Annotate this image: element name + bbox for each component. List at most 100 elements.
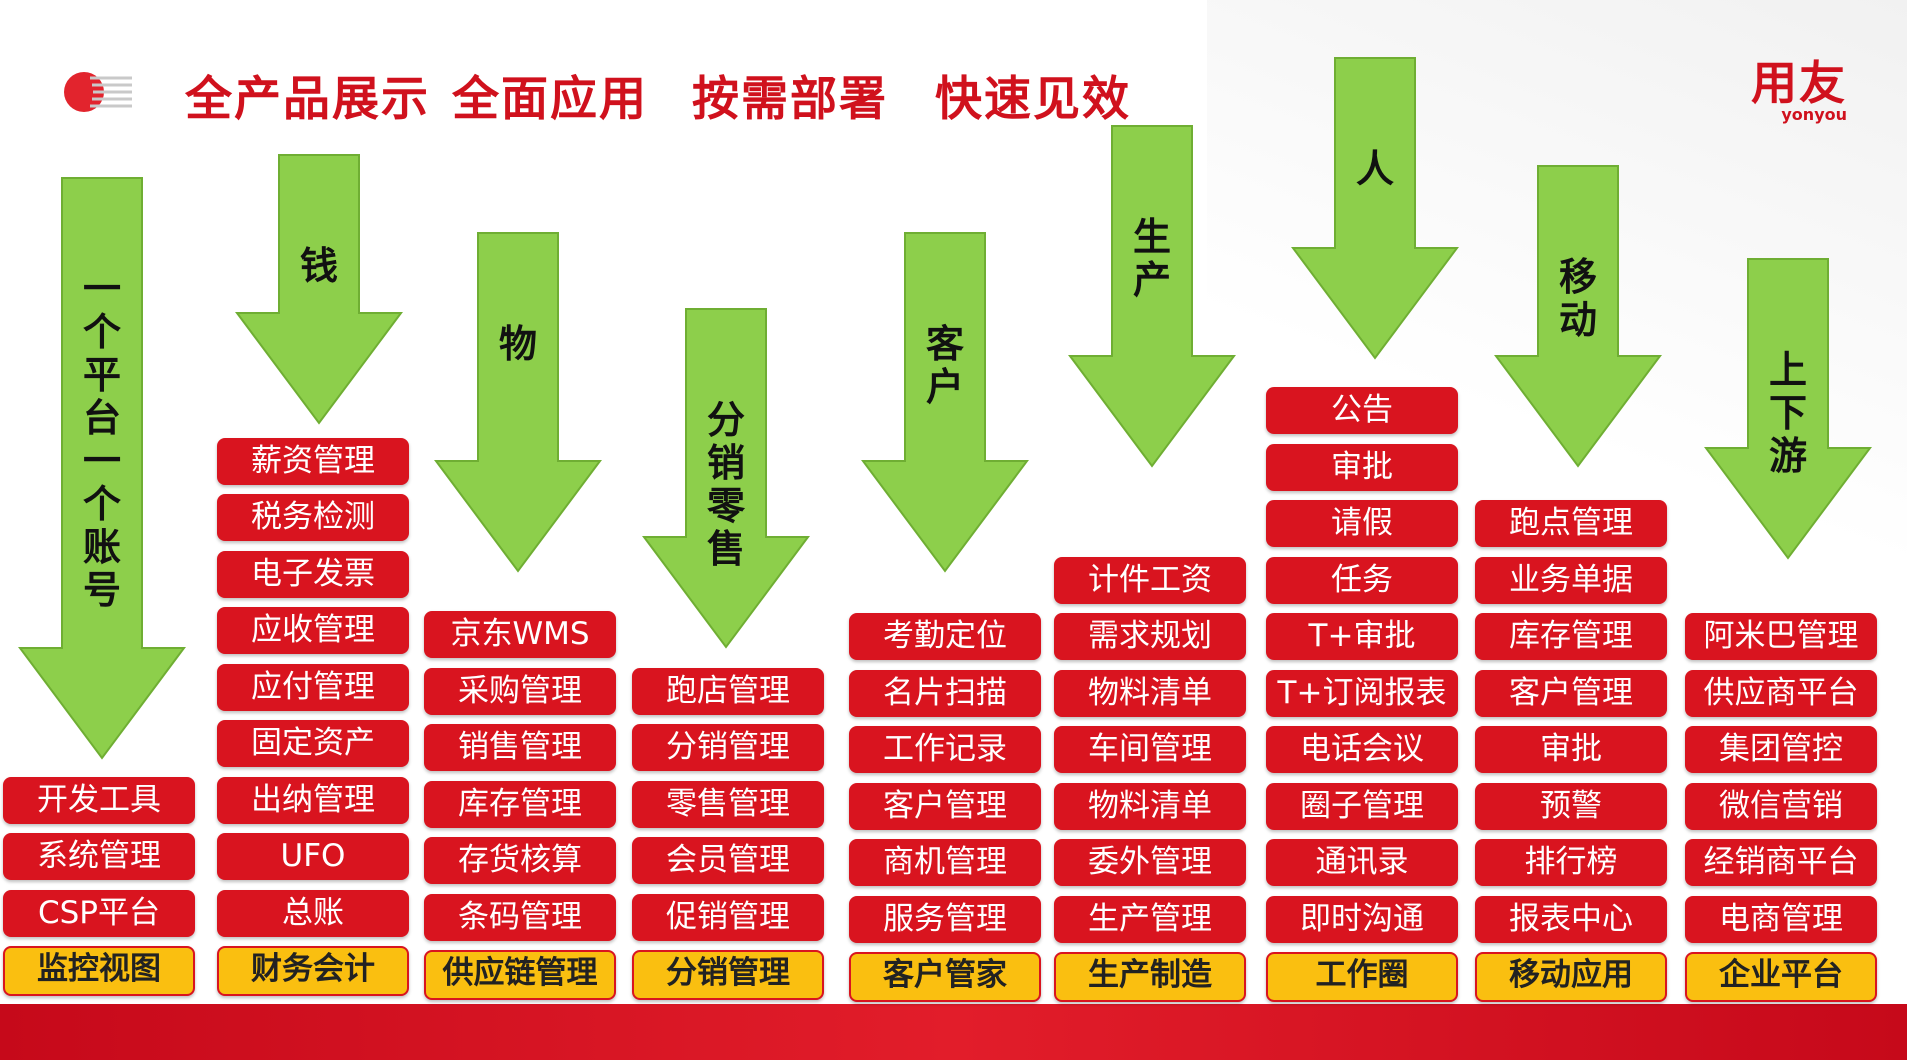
module-item[interactable]: 圈子管理 [1266,782,1458,830]
module-item[interactable]: 库存管理 [1475,613,1667,660]
module-item[interactable]: 工作记录 [849,726,1041,773]
module-item[interactable]: 集团管控 [1685,726,1877,773]
arrow-label-char: 物 [498,322,537,366]
module-item[interactable]: 计件工资 [1054,556,1246,604]
arrow-label-char: 动 [1558,298,1597,342]
module-item[interactable]: 应付管理 [217,663,409,711]
module-item[interactable]: 生产管理 [1054,895,1246,943]
module-item[interactable]: 开发工具 [3,776,195,824]
module-item[interactable]: 考勤定位 [849,613,1041,660]
module-item[interactable]: 零售管理 [632,780,824,828]
module-item[interactable]: 电子发票 [217,550,409,598]
module-item[interactable]: 审批 [1266,443,1458,491]
module-item[interactable]: 采购管理 [424,667,616,715]
module-item[interactable]: 服务管理 [849,895,1041,943]
module-item[interactable]: 客户管理 [1475,669,1667,717]
headline-part-1: 全产品展示 [185,72,430,127]
arrow-body-5 [861,232,1029,573]
module-item[interactable]: 分销管理 [632,724,824,771]
module-item[interactable]: 通讯录 [1266,839,1458,886]
arrow-body-3 [434,232,602,573]
module-item[interactable]: 供应商平台 [1685,669,1877,717]
arrow-body-2 [235,154,403,425]
module-item[interactable]: 销售管理 [424,724,616,771]
module-item[interactable]: 京东WMS [424,611,616,658]
module-item[interactable]: 固定资产 [217,720,409,767]
module-item[interactable]: 会员管理 [632,837,824,884]
module-item[interactable]: 薪资管理 [217,437,409,485]
arrow-label-char: 一 [82,267,121,311]
arrow-label-char: 销 [706,441,745,485]
arrow-label-char: 户 [925,365,964,409]
category-footer[interactable]: 分销管理 [632,950,824,1000]
module-item[interactable]: 条码管理 [424,893,616,941]
module-item[interactable]: 物料清单 [1054,782,1246,830]
module-item[interactable]: 跑点管理 [1475,500,1667,547]
module-item[interactable]: 审批 [1475,726,1667,773]
arrow-body-6 [1068,125,1236,468]
arrow-body-4 [642,308,810,649]
module-item[interactable]: 即时沟通 [1266,895,1458,943]
arrow-label-char: 售 [706,527,745,571]
module-item[interactable]: 物料清单 [1054,669,1246,717]
category-footer[interactable]: 工作圈 [1266,952,1458,1002]
module-item[interactable]: 总账 [217,889,409,937]
arrow-label-char: 台 [82,396,121,440]
arrow-label-char: 游 [1768,434,1807,478]
module-item[interactable]: 税务检测 [217,494,409,541]
headline-part-2: 全面应用 [452,72,648,127]
module-item[interactable]: 电话会议 [1266,726,1458,773]
arrow-label-char: 账 [82,525,121,569]
arrow-body-1 [18,177,186,760]
module-item[interactable]: 库存管理 [424,780,616,828]
module-item[interactable]: T+审批 [1266,613,1458,660]
arrow-label-char: 产 [1132,258,1171,302]
category-footer[interactable]: 生产制造 [1054,952,1246,1002]
module-item[interactable]: 应收管理 [217,607,409,654]
module-item[interactable]: CSP平台 [3,889,195,937]
module-item[interactable]: 业务单据 [1475,556,1667,604]
module-item[interactable]: 商机管理 [849,839,1041,886]
arrow-label-char: 个 [82,310,121,354]
module-item[interactable]: 跑店管理 [632,667,824,715]
brand-name: 用友 [1751,56,1847,110]
module-item[interactable]: 预警 [1475,782,1667,830]
module-item[interactable]: 公告 [1266,387,1458,434]
category-footer[interactable]: 供应链管理 [424,950,616,1000]
module-item[interactable]: 微信营销 [1685,782,1877,830]
category-footer[interactable]: 财务会计 [217,946,409,996]
module-item[interactable]: 任务 [1266,556,1458,604]
module-item[interactable]: 客户管理 [849,782,1041,830]
module-item[interactable]: 经销商平台 [1685,839,1877,886]
module-item[interactable]: 排行榜 [1475,839,1667,886]
module-item[interactable]: 存货核算 [424,837,616,884]
module-item[interactable]: T+订阅报表 [1266,669,1458,717]
arrow-label-char: 零 [706,484,745,528]
module-item[interactable]: 需求规划 [1054,613,1246,660]
module-item[interactable]: UFO [217,833,409,880]
footer-band [0,1004,1907,1060]
category-footer[interactable]: 移动应用 [1475,952,1667,1002]
category-footer[interactable]: 客户管家 [849,952,1041,1002]
category-footer[interactable]: 监控视图 [3,946,195,996]
module-item[interactable]: 请假 [1266,500,1458,547]
module-item[interactable]: 委外管理 [1054,839,1246,886]
headline-part-4: 快速见效 [935,72,1131,127]
module-item[interactable]: 报表中心 [1475,895,1667,943]
module-item[interactable]: 系统管理 [3,833,195,880]
module-item[interactable]: 促销管理 [632,893,824,941]
module-item[interactable]: 出纳管理 [217,776,409,824]
module-item[interactable]: 电商管理 [1685,895,1877,943]
arrow-label-char: 客 [925,322,964,366]
headline-part-3: 按需部署 [692,72,888,127]
arrow-label-char: 号 [82,568,121,612]
category-footer[interactable]: 企业平台 [1685,952,1877,1002]
arrow-label-char: 人 [1355,147,1394,191]
arrow-label-3: 物 [488,323,548,366]
module-item[interactable]: 车间管理 [1054,726,1246,773]
module-item[interactable]: 阿米巴管理 [1685,613,1877,660]
brand-logo: 用友 yonyou [1751,56,1847,123]
module-item[interactable]: 名片扫描 [849,669,1041,717]
